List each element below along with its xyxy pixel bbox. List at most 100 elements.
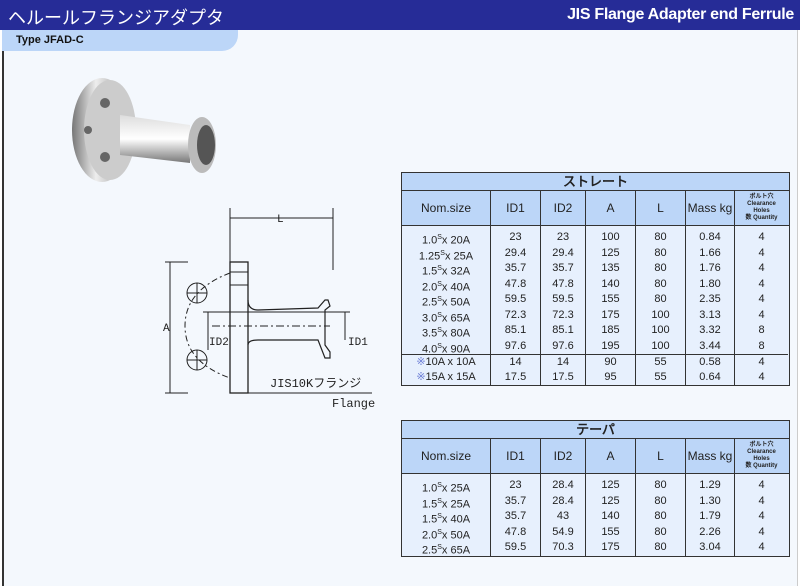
nom-size-sup: S xyxy=(437,342,442,350)
table-cell: 72.3 xyxy=(504,308,527,321)
cell-nom-size: 2.5Sx 50A xyxy=(402,292,490,309)
table-cell: 55 xyxy=(636,354,685,370)
table-cell: 3.13 xyxy=(699,308,721,321)
table-cell: 140 xyxy=(601,277,620,290)
column-header: A xyxy=(586,191,636,225)
nom-size-a: x 50A xyxy=(441,529,471,542)
table-cell: 155 xyxy=(601,293,620,305)
nom-size-text: 2.5 xyxy=(421,544,438,557)
table-cell: 0.58 xyxy=(686,354,734,370)
dimension-drawing: L A ID2 ID1 JIS10Kフランジ Flange xyxy=(163,208,375,411)
table-cell: 125 xyxy=(601,479,620,491)
table-cell: 35.7 xyxy=(504,262,527,274)
nom-size-a: x 90A xyxy=(441,343,471,356)
holes-header-line: 数 Quantity xyxy=(745,463,778,469)
table-cell: 59.5 xyxy=(552,293,574,305)
table-cell: 80 xyxy=(654,510,667,522)
flange-en-label: Flange xyxy=(332,397,375,411)
nom-size-a: x 25A xyxy=(444,250,474,263)
table-cell: 4 xyxy=(758,525,765,538)
table-cell: 175 xyxy=(601,308,620,321)
table-cell: 28.4 xyxy=(552,494,574,507)
nom-size-text: 1.5 xyxy=(421,265,438,278)
table-cell: 1.29 xyxy=(699,479,721,491)
table-cell: 140 xyxy=(601,510,620,522)
column-header: Nom.size xyxy=(402,439,491,473)
table-cell: 3.04 xyxy=(699,541,721,553)
cell-nom-size: ※10A x 10A xyxy=(402,354,490,370)
note-mark: ※ xyxy=(416,370,426,383)
dim-ID1: ID1 xyxy=(348,337,368,349)
nom-size-text: 1.5 xyxy=(421,498,438,511)
column-header: ID2 xyxy=(541,191,586,225)
nom-size-text: 10A x 10A xyxy=(425,356,476,368)
cell-nom-size: 1.5Sx 40A xyxy=(402,509,490,526)
nom-size-sup: S xyxy=(437,280,442,288)
table-cell: 4 xyxy=(758,541,765,553)
table-cell: 43 xyxy=(556,510,570,522)
nom-size-text: 1.25 xyxy=(418,250,441,263)
table-cell: 135 xyxy=(601,262,620,274)
nom-size-sup: S xyxy=(437,296,442,303)
table-cell: 4 xyxy=(735,354,788,370)
table-cell: 80 xyxy=(654,494,667,507)
table-cell: 80 xyxy=(654,541,667,553)
table-cell: 4 xyxy=(758,494,765,507)
cell-nom-size: 4.0Sx 90A xyxy=(402,339,490,356)
table-cell: 85.1 xyxy=(552,324,574,336)
table-cell: 4 xyxy=(758,370,765,383)
nom-size-text: 1.0 xyxy=(421,482,438,495)
nom-size-text: 2.0 xyxy=(421,281,438,294)
column-header: L xyxy=(636,439,686,473)
nom-size-a: x 40A xyxy=(441,513,471,526)
column-header: Mass kg xyxy=(686,191,735,225)
nom-size-a: x 40A xyxy=(441,281,471,294)
table-cell: 80 xyxy=(654,293,667,305)
table-cell: 72.3 xyxy=(552,308,574,321)
nom-size-a: x 25A xyxy=(441,482,471,495)
table-cell: 54.9 xyxy=(552,525,574,538)
nom-size-text: 15A x 15A xyxy=(425,370,476,383)
table-cell: 80 xyxy=(654,525,667,538)
note-mark: ※ xyxy=(416,356,426,368)
table-cell: 0.64 xyxy=(699,370,721,383)
nom-size-text: 1.5 xyxy=(421,513,438,526)
table-cell: 155 xyxy=(601,525,620,538)
table-cell: 29.4 xyxy=(504,246,527,259)
table-cell: 80 xyxy=(654,262,667,274)
table-cell: 97.6 xyxy=(504,339,527,352)
table-cell: 125 xyxy=(601,494,620,507)
column-header: A xyxy=(586,439,636,473)
cell-nom-size: 2.0Sx 50A xyxy=(402,525,490,542)
table-cell: 59.5 xyxy=(504,293,527,305)
holes-header-line: ボルト穴 xyxy=(749,442,774,448)
table-cell: 35.7 xyxy=(504,510,527,522)
table-cell: 55 xyxy=(654,370,667,383)
nom-size-sup: S xyxy=(437,482,442,489)
nom-size-text: 3.5 xyxy=(421,327,438,340)
holes-header-line: ボルト穴 xyxy=(749,194,774,200)
cell-nom-size: 1.5Sx 32A xyxy=(402,261,490,278)
nom-size-text: 1.0 xyxy=(421,234,438,247)
nom-size-a: x 32A xyxy=(441,265,471,278)
nom-size-a: x 65A xyxy=(441,312,471,325)
product-photo xyxy=(72,78,216,182)
title-jp: ヘルールフランジアダプタ xyxy=(8,8,224,28)
table-cell: 47.8 xyxy=(504,525,527,538)
table-cell: 175 xyxy=(601,541,620,553)
column-header: ID1 xyxy=(491,191,541,225)
title-bar: ヘルールフランジアダプタ JIS Flange Adapter end Ferr… xyxy=(0,0,800,30)
table-cell: 28.4 xyxy=(552,479,574,491)
table-cell: 14 xyxy=(491,354,540,370)
